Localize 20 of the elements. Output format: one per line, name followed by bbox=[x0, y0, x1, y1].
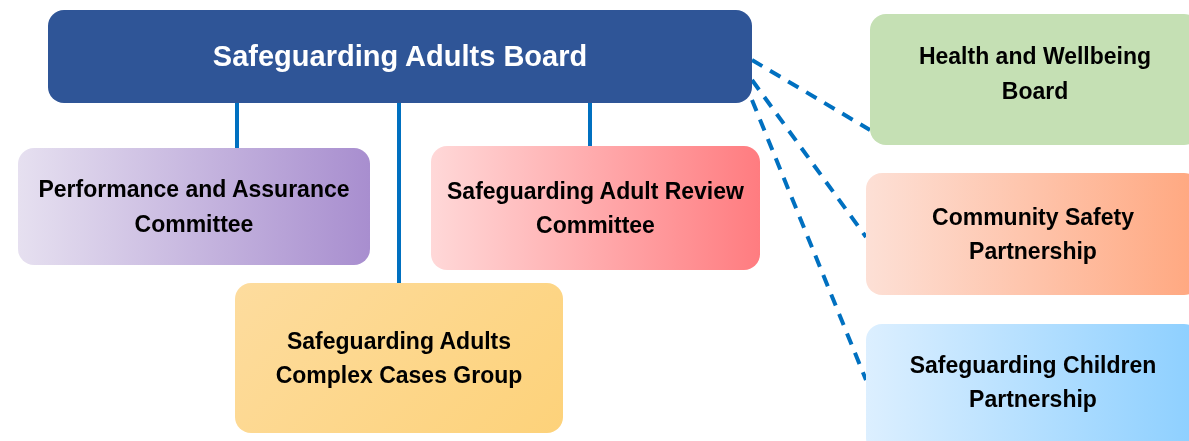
dashed-connector bbox=[750, 78, 868, 239]
board-box bbox=[48, 10, 752, 103]
committee-box bbox=[431, 146, 760, 270]
dashed-connector bbox=[750, 99, 868, 381]
box-label: Safeguarding Adults Board bbox=[212, 38, 588, 74]
box-label: Safeguarding Adults Complex Cases Group bbox=[274, 326, 524, 390]
connector-line bbox=[235, 103, 239, 148]
connector-line bbox=[397, 103, 401, 283]
box-label: Performance and Assurance Committee bbox=[37, 175, 351, 239]
committee-box bbox=[18, 148, 370, 265]
committee-box bbox=[870, 14, 1189, 145]
box-label: Safeguarding Adult Review Committee bbox=[446, 176, 745, 240]
committee-box bbox=[235, 283, 563, 433]
committee-box bbox=[866, 324, 1189, 441]
box-label: Community Safety Partnership bbox=[931, 202, 1135, 266]
dashed-connector bbox=[751, 58, 871, 132]
committee-box bbox=[866, 173, 1189, 295]
box-label: Safeguarding Children Partnership bbox=[908, 350, 1158, 414]
connector-line bbox=[588, 103, 592, 146]
box-label: Health and Wellbeing Board bbox=[917, 42, 1153, 106]
